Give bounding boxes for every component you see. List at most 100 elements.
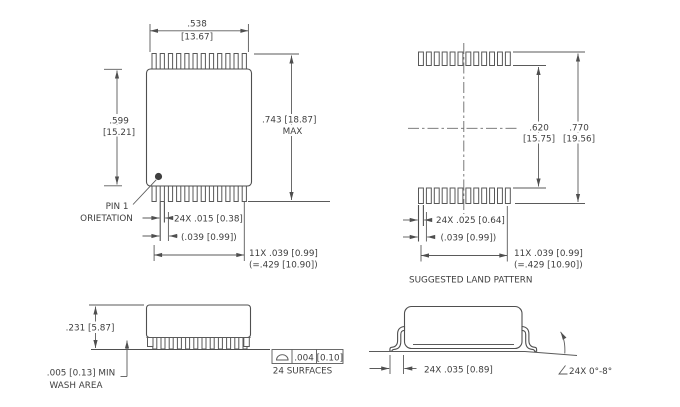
dim-lead-width: 24X .015 [0.38] xyxy=(174,215,243,225)
dim-top-width-inches: .538 xyxy=(187,20,207,30)
lead-row-front xyxy=(152,337,248,350)
pin-row-top xyxy=(151,53,247,70)
pin xyxy=(184,53,190,70)
pin1-label: PIN 1 xyxy=(106,202,129,212)
lead xyxy=(201,337,207,350)
pad xyxy=(489,51,496,66)
lead xyxy=(176,337,182,350)
pin1-leader-line xyxy=(132,179,157,205)
text-mask xyxy=(63,321,117,333)
pad xyxy=(441,51,448,66)
pad xyxy=(504,187,511,204)
pin xyxy=(241,53,247,70)
land-pattern-caption: SUGGESTED LAND PATTERN xyxy=(409,276,533,286)
flatness-tolerance: [0.10] xyxy=(317,354,343,364)
dim-top-width-mm: [13.67] xyxy=(181,33,213,43)
text-mask xyxy=(101,125,137,137)
dim-outer-span-inches: .770 xyxy=(569,124,589,134)
pad xyxy=(457,51,464,66)
pin xyxy=(151,53,157,70)
lead xyxy=(226,337,232,350)
pad xyxy=(425,51,432,66)
pin xyxy=(176,53,182,70)
lead xyxy=(193,337,199,350)
pad xyxy=(473,51,480,66)
pad xyxy=(473,187,480,204)
pin xyxy=(151,185,157,202)
flatness-value: .004 xyxy=(294,354,314,364)
lead xyxy=(160,337,166,350)
gull-wing-lead-right xyxy=(521,325,538,352)
lead xyxy=(185,337,191,350)
pin xyxy=(159,185,165,202)
dim-package-height: .231 [5.87] xyxy=(66,324,115,334)
dim-lead-angle: 24X 0°-8° xyxy=(569,367,612,377)
pin xyxy=(167,53,174,70)
dim-lead-pitch: (.039 [0.99]) xyxy=(181,233,237,243)
lead-angle-line xyxy=(524,351,578,356)
land-pattern-view: .620 [15.75] .770 [19.56] 24X .025 [0.64… xyxy=(403,43,598,286)
pad xyxy=(497,187,503,204)
pin xyxy=(233,53,239,70)
lead xyxy=(209,337,215,350)
pad xyxy=(425,187,432,204)
package-side-view: 24X .035 [0.89] 24X 0°-8° xyxy=(369,305,612,377)
pin xyxy=(167,185,174,202)
lead xyxy=(217,337,223,350)
pin xyxy=(200,53,206,70)
dim-foot-length: 24X .035 [0.89] xyxy=(424,366,493,376)
text-mask xyxy=(560,132,598,144)
dim-pad-pitch: (.039 [0.99]) xyxy=(441,234,497,244)
angle-arc-arrow xyxy=(560,331,567,354)
pad xyxy=(449,51,456,66)
lead xyxy=(168,337,174,350)
pad xyxy=(481,51,488,66)
lead xyxy=(234,337,240,350)
dim-overall-max: .743 [18.87] xyxy=(262,116,316,126)
pin xyxy=(241,185,247,202)
pad xyxy=(504,51,511,66)
pin xyxy=(208,53,215,70)
pin-row-bottom xyxy=(151,185,247,202)
pad xyxy=(481,187,488,204)
pad xyxy=(465,187,472,204)
dim-body-height-mm: [15.21] xyxy=(103,128,135,138)
package-front-view: .231 [5.87] .005 [0.13] MIN WASH AREA .0… xyxy=(47,304,344,391)
pad xyxy=(449,187,456,204)
pin xyxy=(192,53,198,70)
dim-overall-qualifier: MAX xyxy=(283,127,303,137)
pin xyxy=(159,53,165,70)
pin xyxy=(192,185,198,202)
pin1-orientation-label: ORIETATION xyxy=(80,214,133,224)
flatness-note: 24 SURFACES xyxy=(273,367,333,377)
pin xyxy=(233,185,239,202)
dim-pad-span: 11X .039 [0.99] xyxy=(514,249,583,259)
pin xyxy=(176,185,182,202)
dim-body-height-inches: .599 xyxy=(109,117,129,127)
dim-lead-span: 11X .039 [0.99] xyxy=(249,249,318,259)
wash-area-label: WASH AREA xyxy=(50,381,103,391)
wash-area-value: .005 [0.13] MIN xyxy=(47,369,115,379)
package-top-view: .538 [13.67] .599 [15.21] .743 [18.87] M… xyxy=(80,20,330,271)
dim-lead-span-total: (=.429 [10.90]) xyxy=(249,261,318,271)
corner-lead xyxy=(243,337,250,347)
dim-pad-width: 24X .025 [0.64] xyxy=(436,216,505,226)
text-mask xyxy=(564,121,594,132)
text-mask xyxy=(281,125,304,136)
flatness-symbol-icon xyxy=(276,354,289,361)
pad xyxy=(418,51,424,66)
pad xyxy=(465,51,472,66)
text-mask xyxy=(521,132,557,144)
text-mask xyxy=(104,114,134,125)
pin xyxy=(208,185,215,202)
dim-inner-span-inches: .620 xyxy=(529,124,549,134)
pin xyxy=(225,185,231,202)
pad-row-bottom xyxy=(418,187,511,204)
pad xyxy=(433,51,440,66)
pad xyxy=(441,187,448,204)
pin xyxy=(217,185,223,202)
pad xyxy=(433,187,440,204)
pad xyxy=(497,51,503,66)
